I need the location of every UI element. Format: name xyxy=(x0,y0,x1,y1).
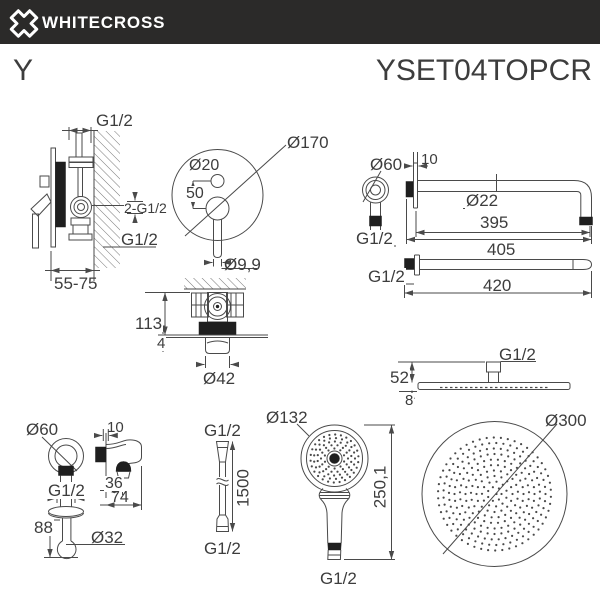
shower_arm-dim-420: 420 xyxy=(483,276,512,295)
brand-header: WHITECROSS xyxy=(0,0,600,44)
model-code: YSET04TOPCR xyxy=(375,54,592,87)
valve_section-dim-4: 4 xyxy=(156,335,167,352)
wall_outlet-dim-g12: G1/2 xyxy=(47,481,86,500)
mixer_side-dim-g12-bottom: G1/2 xyxy=(121,230,158,249)
hose-dim-g12-top: G1/2 xyxy=(204,421,241,440)
drawing-valve-cross-section xyxy=(145,278,268,368)
valve_section-dim-d42: Ø42 xyxy=(203,369,236,388)
hand_shower-dim-d132: Ø132 xyxy=(266,408,308,427)
mixer_side-dim-2-g12: 2-G1/2 xyxy=(124,200,167,216)
shower_arm-dim-10: 10 xyxy=(421,151,438,168)
shower_arm-dim-d22: Ø22 xyxy=(465,191,500,210)
wall_outlet-dim-88: 88 xyxy=(33,518,54,537)
drawing-hose xyxy=(215,441,236,532)
wall_outlet-dim-74: 74 xyxy=(111,489,129,506)
wall_outlet-dim-d32: Ø32 xyxy=(91,528,124,547)
wall_outlet-dim-36: 36 xyxy=(104,475,124,492)
drawing-shower-arm xyxy=(356,152,593,298)
faceplate-dim-50: 50 xyxy=(185,185,205,202)
drawing-faceplate xyxy=(171,144,287,269)
shower_arm-dim-395: 395 xyxy=(480,213,509,232)
shower_arm-dim-405: 405 xyxy=(487,240,516,259)
overhead_side-dim-8: 8 xyxy=(404,392,415,409)
series-title: Y xyxy=(13,54,34,87)
hose-dim-1500: 1500 xyxy=(233,469,253,507)
hand-shower-nozzle-dots xyxy=(309,433,360,484)
drawing-wall-outlet xyxy=(41,429,142,560)
valve_section-dim-113: 113 xyxy=(134,314,164,333)
overhead_face-dim-d300: Ø300 xyxy=(545,411,587,430)
drawing-overhead-shower-face xyxy=(421,421,568,567)
overhead_side-dim-52: 52 xyxy=(389,368,410,387)
hose-dim-g12-bottom: G1/2 xyxy=(204,539,241,558)
wall_outlet-dim-d60: Ø60 xyxy=(26,420,59,439)
faceplate-dim-d9-9: Ø9,9 xyxy=(224,255,261,274)
overhead_side-dim-g12: G1/2 xyxy=(499,345,536,364)
shower_arm-dim-d60: Ø60 xyxy=(370,155,403,174)
brand-name: WHITECROSS xyxy=(42,13,166,32)
drawing-overhead-shower-side xyxy=(398,361,571,400)
hand_shower-dim-250-1: 250,1 xyxy=(370,465,390,509)
hand_shower-dim-g12: G1/2 xyxy=(320,569,357,588)
mixer_side-dim-g12-top: G1/2 xyxy=(96,111,133,130)
faceplate-dim-d170: Ø170 xyxy=(287,133,329,152)
wall_outlet-dim-10: 10 xyxy=(107,419,124,436)
overhead-shower-nozzle-dots xyxy=(437,436,553,552)
whitecross-x-logo-icon xyxy=(9,9,39,38)
shower_arm-dim-g12-top-view: G1/2 xyxy=(367,267,406,286)
mixer_side-dim-55-75: 55-75 xyxy=(54,274,98,293)
drawing-mixer-side-view xyxy=(30,127,156,281)
shower_arm-dim-g12-flange: G1/2 xyxy=(355,229,394,248)
faceplate-dim-d20: Ø20 xyxy=(189,157,220,174)
drawing-hand-shower xyxy=(296,423,395,560)
